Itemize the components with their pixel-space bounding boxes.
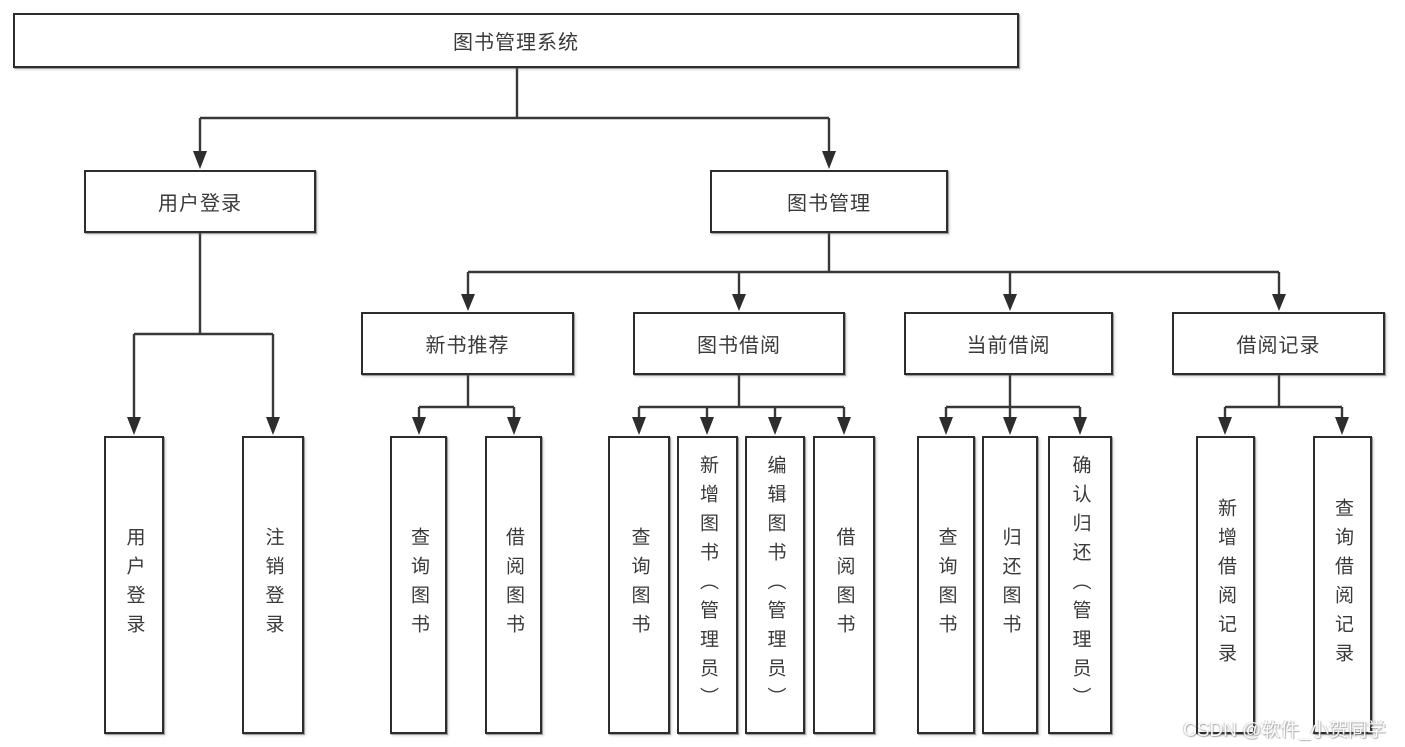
- leaf-borrow-books-borrow-label: 借阅图书: [833, 527, 855, 643]
- leaf-add-book-admin-label: 新增图书（管理员）: [697, 454, 718, 716]
- leaf-confirm-return-admin: 确认归还（管理员）: [1048, 436, 1112, 734]
- leaf-edit-book-admin: 编辑图书（管理员）: [745, 436, 805, 734]
- node-book-borrow-label: 图书借阅: [697, 335, 781, 357]
- wire-userlogin-to-leaves: [132, 233, 275, 419]
- leaf-query-books-borrow-label: 查询图书: [628, 527, 650, 643]
- node-book-borrow: 图书借阅: [633, 312, 845, 375]
- leaf-query-books-recommend-label: 查询图书: [408, 527, 429, 643]
- leaf-query-borrow-record: 查询借阅记录: [1313, 436, 1372, 734]
- leaf-query-books-borrow: 查询图书: [608, 436, 670, 734]
- node-root: 图书管理系统: [13, 13, 1019, 68]
- node-book-management-label: 图书管理: [787, 193, 871, 215]
- leaf-query-books-recommend: 查询图书: [390, 436, 447, 734]
- leaf-borrow-books-recommend: 借阅图书: [485, 436, 542, 734]
- leaf-return-book: 归还图书: [982, 436, 1038, 734]
- leaf-logout: 注销登录: [242, 436, 304, 734]
- node-user-login: 用户登录: [84, 170, 316, 233]
- leaf-query-books-current: 查询图书: [917, 436, 975, 734]
- node-borrow-records: 借阅记录: [1172, 312, 1385, 375]
- leaf-query-books-current-label: 查询图书: [935, 527, 957, 643]
- wire-root-to-level2: [198, 68, 831, 153]
- wire-bookborrow-to-leaves: [637, 375, 846, 419]
- leaf-query-borrow-record-label: 查询借阅记录: [1332, 498, 1353, 672]
- wire-bookmgmt-to-level3: [466, 233, 1281, 296]
- node-current-borrow-label: 当前借阅: [966, 335, 1051, 357]
- node-new-book-recommend-label: 新书推荐: [425, 335, 510, 357]
- csdn-watermark: CSDN @软件_小贺同学: [1183, 720, 1386, 741]
- leaf-user-login: 用户登录: [104, 436, 164, 734]
- leaf-add-borrow-record-label: 新增借阅记录: [1215, 498, 1236, 672]
- wire-currentborrow-to-leaves: [944, 375, 1082, 419]
- leaf-confirm-return-admin-label: 确认归还（管理员）: [1069, 454, 1091, 716]
- node-current-borrow: 当前借阅: [904, 312, 1113, 375]
- node-book-management: 图书管理: [710, 170, 948, 233]
- leaf-edit-book-admin-label: 编辑图书（管理员）: [764, 454, 786, 716]
- wire-newbook-to-leaves: [417, 375, 516, 419]
- leaf-user-login-label: 用户登录: [123, 527, 145, 643]
- node-new-book-recommend: 新书推荐: [361, 312, 574, 375]
- leaf-add-borrow-record: 新增借阅记录: [1196, 436, 1255, 734]
- wire-borrowrecords-to-leaves: [1223, 375, 1344, 419]
- node-user-login-label: 用户登录: [158, 193, 242, 215]
- leaf-return-book-label: 归还图书: [999, 527, 1021, 643]
- leaf-logout-label: 注销登录: [262, 527, 284, 643]
- leaf-borrow-books-recommend-label: 借阅图书: [503, 527, 524, 643]
- leaf-add-book-admin: 新增图书（管理员）: [677, 436, 738, 734]
- leaf-borrow-books-borrow: 借阅图书: [813, 436, 875, 734]
- node-borrow-records-label: 借阅记录: [1236, 335, 1321, 357]
- node-root-label: 图书管理系统: [453, 32, 579, 54]
